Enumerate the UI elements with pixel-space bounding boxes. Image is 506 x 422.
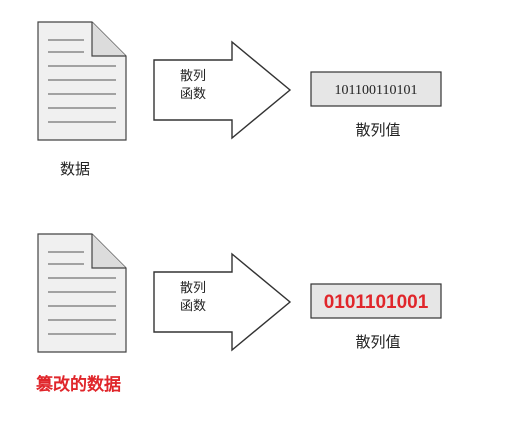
hash-label: 散列值 (355, 121, 400, 139)
hash-function-arrow (153, 40, 292, 140)
row-original: 数据 散列 函数 101100110101 散列值 (37, 21, 442, 178)
hash-value-box (310, 71, 442, 107)
tampered-hash-value: 0101101001 (324, 292, 429, 313)
hash-value-box (310, 283, 442, 319)
data-label: 数据 (60, 160, 90, 178)
function-label-line2: 函数 (180, 87, 206, 102)
tampered-data-label: 篡改的数据 (36, 374, 121, 395)
function-label-line1: 散列 (180, 69, 206, 84)
hash-function-arrow (153, 252, 292, 352)
hash-value: 101100110101 (335, 83, 418, 98)
function-label-line1: 散列 (180, 281, 206, 296)
document-icon (37, 21, 127, 141)
hash-label: 散列值 (355, 333, 400, 351)
row-tampered: 篡改的数据 散列 函数 0101101001 散列值 (36, 233, 442, 395)
document-icon (37, 233, 127, 353)
function-label-line2: 函数 (180, 299, 206, 314)
